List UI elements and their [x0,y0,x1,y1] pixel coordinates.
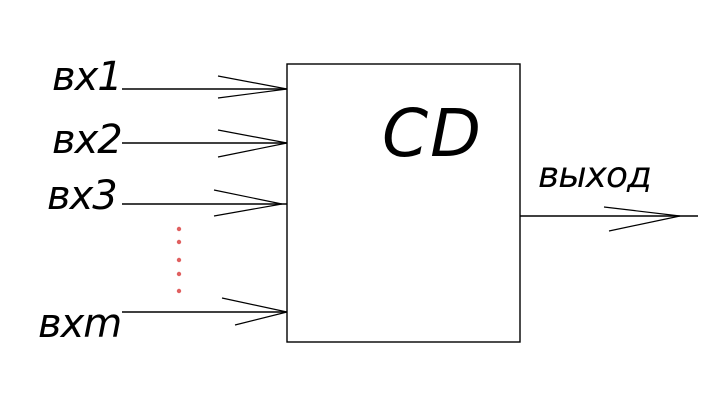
block-label: CD [382,95,483,172]
ellipsis-dot [176,257,182,263]
ellipsis-dot [176,239,182,245]
ellipsis-dot [176,271,182,277]
input-m-arrow [221,297,288,326]
input-2: вх2 [52,117,288,163]
output-label: выход [538,155,651,196]
input-3: вх3 [47,173,287,219]
ellipsis-dots [176,226,182,294]
ellipsis-dot [176,226,182,232]
coder-block [286,63,521,343]
input-1: вх1 [52,54,288,100]
input-2-arrow [217,129,288,158]
input-2-label: вх2 [52,117,122,163]
output-arrow [603,206,681,232]
input-m: вхm [38,297,288,347]
input-1-label: вх1 [52,54,122,100]
output: выход [520,155,698,232]
input-3-label: вх3 [47,173,117,219]
input-1-arrow [217,75,288,99]
input-3-arrow [213,189,283,217]
input-m-label: вхm [38,301,121,347]
ellipsis-dot [176,288,182,294]
